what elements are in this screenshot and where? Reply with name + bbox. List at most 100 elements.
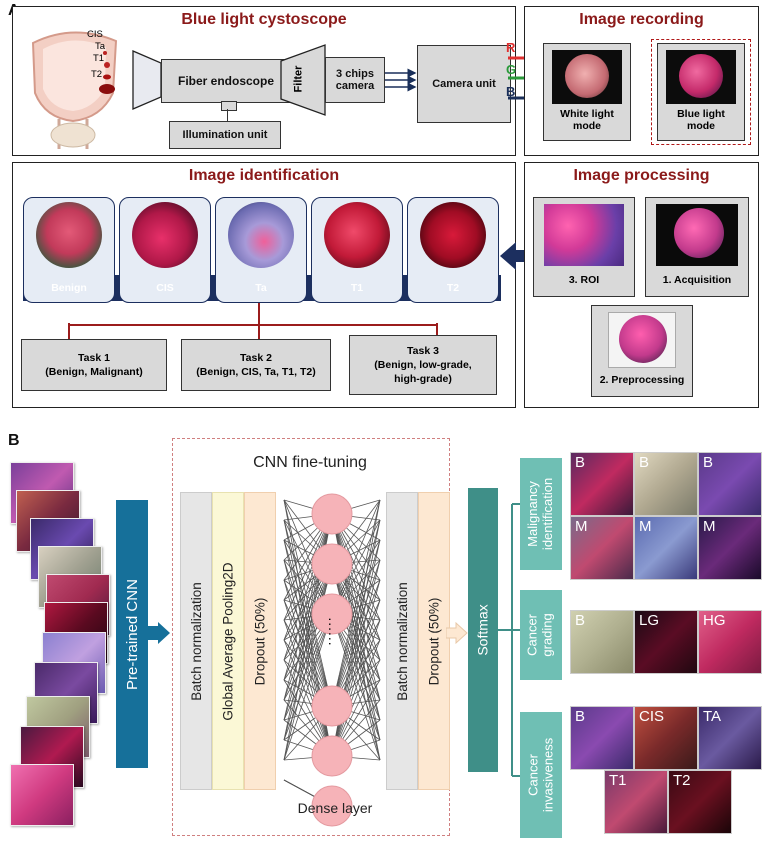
dense-node-1 xyxy=(311,493,353,535)
layer-gap: Global Average Pooling2D xyxy=(212,492,244,790)
stage-ta: Ta xyxy=(95,41,106,52)
layer-gap-label: Global Average Pooling2D xyxy=(220,561,236,721)
blue-light-label: Blue light mode xyxy=(677,108,725,132)
result-thumb: LG xyxy=(634,610,698,674)
identification-title: Image identification xyxy=(188,167,340,184)
network-edge xyxy=(331,563,381,681)
layer-dropout-1: Dropout (50%) xyxy=(244,492,276,790)
network-edge xyxy=(283,513,333,641)
network-edge xyxy=(331,563,381,741)
result-thumb: TA xyxy=(698,706,762,770)
acquisition-image xyxy=(656,204,738,266)
class-card-ta: Ta xyxy=(215,197,307,303)
layer-dropout-1-label: Dropout (50%) xyxy=(252,597,268,685)
result-thumb-label: B xyxy=(575,612,586,629)
layer-dropout-2-label: Dropout (50%) xyxy=(426,597,442,685)
network-edge xyxy=(283,579,333,757)
task-bar-malignancy: Malignancy identification xyxy=(520,458,562,570)
pretrained-cnn-bar: Pre-trained CNN xyxy=(116,500,148,768)
task-bar-invasiveness-label: Cancer invasiveness xyxy=(525,737,556,813)
result-thumb: HG xyxy=(698,610,762,674)
class-label-t1: T1 xyxy=(350,282,364,294)
network-edge xyxy=(331,499,381,707)
layer-batchnorm-2-label: Batch normalization xyxy=(394,581,410,701)
processing-to-identification-arrow xyxy=(500,242,530,270)
result-thumb: M xyxy=(570,516,634,580)
class-label-ta: Ta xyxy=(255,282,267,294)
eyepiece-shape xyxy=(132,50,162,110)
camera-unit-box: Camera unit xyxy=(417,45,511,123)
result-thumb-label: CIS xyxy=(639,708,665,725)
processing-panel: Image processing 3. ROI 1. Acquisition 2… xyxy=(524,162,759,408)
bladder-illustration xyxy=(31,31,118,149)
layer-batchnorm-2: Batch normalization xyxy=(386,492,418,790)
pretrained-arrow xyxy=(148,622,170,644)
network-edge xyxy=(331,563,381,721)
finetune-title: CNN fine-tuning xyxy=(253,454,367,471)
illumination-unit-box: Illumination unit xyxy=(169,121,281,149)
task-3-name: Task 3 xyxy=(407,344,439,357)
network-edge xyxy=(331,513,381,641)
result-thumb-label: M xyxy=(703,518,716,535)
result-thumb: B xyxy=(570,610,634,674)
input-image-11 xyxy=(10,764,74,826)
class-card-cis: CIS xyxy=(119,197,211,303)
layer-batchnorm-1-label: Batch normalization xyxy=(188,581,204,701)
class-card-benign: Benign xyxy=(23,197,115,303)
fiber-endoscope-box: Fiber endoscope xyxy=(161,59,291,103)
pretrained-cnn-label: Pre-trained CNN xyxy=(123,578,141,690)
identification-panel: Image identification Task 1 (Benign, Mal… xyxy=(12,162,516,408)
network-edge xyxy=(331,513,381,681)
network-edge xyxy=(331,513,381,701)
class-image-ta xyxy=(228,202,294,268)
result-thumb-label: HG xyxy=(703,612,726,629)
task-1-name: Task 1 xyxy=(78,351,110,364)
network-edge xyxy=(283,563,333,681)
channel-b: B xyxy=(506,84,516,99)
result-thumb: B xyxy=(570,706,634,770)
channel-r: R xyxy=(506,40,516,55)
filter-shape xyxy=(280,44,326,116)
result-thumb-label: TA xyxy=(703,708,722,725)
network-edge xyxy=(283,639,333,757)
camera-arrows xyxy=(385,68,417,92)
network-edge xyxy=(283,563,333,701)
result-thumb-label: T2 xyxy=(673,772,691,789)
cystoscope-panel: Blue light cystoscope CIS Ta T1 T2 Fiber… xyxy=(12,6,516,156)
softmax-label: Softmax xyxy=(475,604,492,656)
network-edge xyxy=(283,513,333,681)
task-bar-grading: Cancer grading xyxy=(520,590,562,680)
preprocessing-image xyxy=(608,312,676,368)
result-thumb-label: B xyxy=(575,708,586,725)
recording-panel: Image recording White light mode Blue li… xyxy=(524,6,759,156)
result-thumb: CIS xyxy=(634,706,698,770)
three-chip-camera-box: 3 chips camera xyxy=(325,57,385,103)
to-softmax-arrow xyxy=(446,622,468,644)
class-card-t1: T1 xyxy=(311,197,403,303)
stage-t2: T2 xyxy=(91,69,103,80)
class-image-t1 xyxy=(324,202,390,268)
result-thumb-label: M xyxy=(575,518,588,535)
cystoscope-title: Blue light cystoscope xyxy=(181,11,347,28)
result-thumb-label: B xyxy=(575,454,586,471)
result-thumb: B xyxy=(698,452,762,516)
network-edge xyxy=(331,519,381,707)
panel-b-label: B xyxy=(8,432,20,449)
roi-image xyxy=(544,204,624,266)
processing-title: Image processing xyxy=(573,167,710,184)
network-edge xyxy=(283,499,333,707)
task-3-desc: (Benign, low-grade, high-grade) xyxy=(374,358,472,386)
task-bar-grading-label: Cancer grading xyxy=(525,613,556,657)
task-2-name: Task 2 xyxy=(240,351,272,364)
network-edge xyxy=(331,513,381,661)
network-edge xyxy=(331,563,381,701)
task-1-desc: (Benign, Malignant) xyxy=(45,366,143,378)
acquisition-label: 1. Acquisition xyxy=(662,274,732,286)
class-card-t2: T2 xyxy=(407,197,499,303)
task-1-box: Task 1 (Benign, Malignant) xyxy=(21,339,167,391)
filter-label: Filter xyxy=(292,65,305,93)
blue-light-image xyxy=(666,50,736,104)
dense-node-4 xyxy=(311,685,353,727)
softmax-bracket xyxy=(498,503,522,777)
task-2-desc: (Benign, CIS, Ta, T1, T2) xyxy=(196,366,316,378)
